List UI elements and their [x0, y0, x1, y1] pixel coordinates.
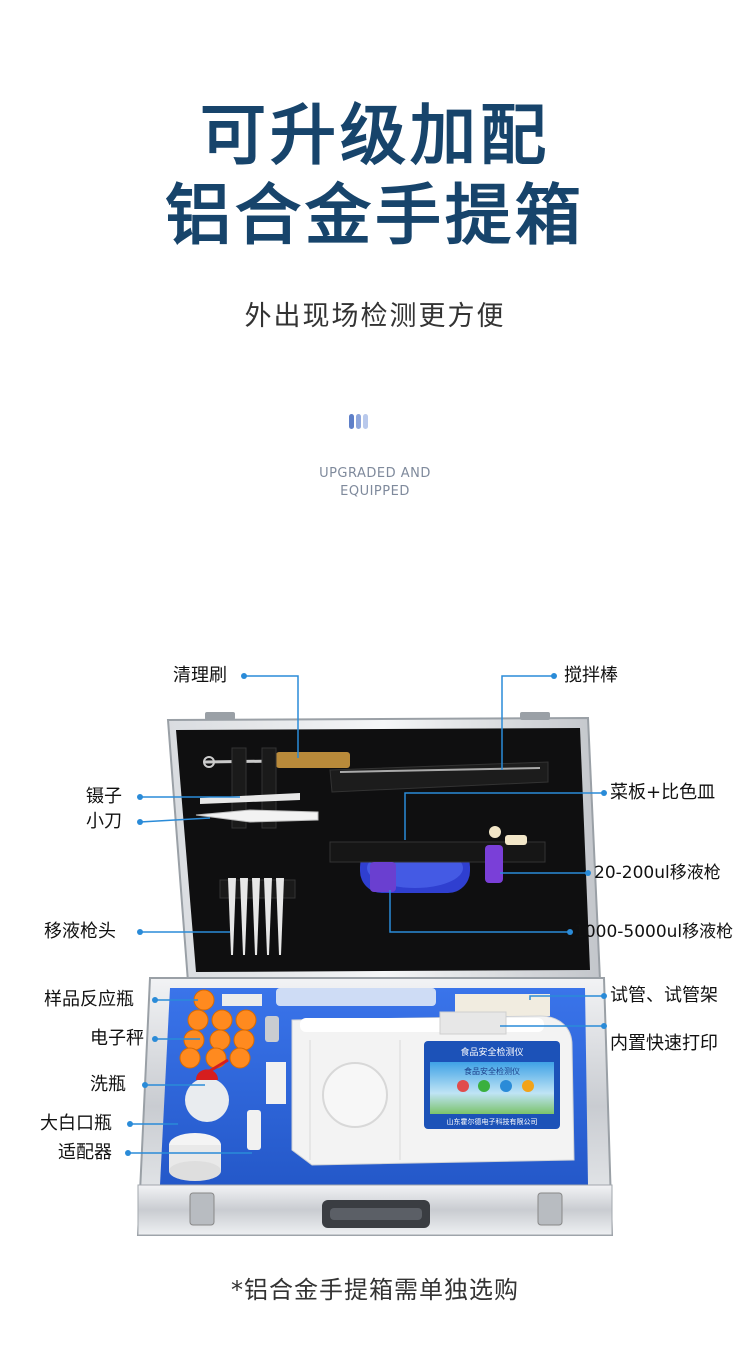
callout-wide-bottle: 大白口瓶 [40, 1113, 112, 1134]
english-caption-line-1: UPGRADED AND [319, 466, 431, 481]
screen-title: 食品安全检测仪 [460, 1046, 523, 1058]
leader-lines [128, 675, 604, 1154]
callout-pipette-large: 1000-5000ul移液枪 [574, 922, 734, 942]
callout-sample-bottle: 样品反应瓶 [44, 989, 134, 1010]
english-caption-line-2: EQUIPPED [340, 484, 410, 499]
lid-contents [195, 747, 549, 955]
callout-printer: 内置快速打印 [610, 1033, 718, 1054]
callout-tube-rack: 试管、试管架 [610, 985, 718, 1006]
callout-stir-rod: 搅拌棒 [564, 665, 618, 686]
callout-brush: 清理刷 [173, 665, 227, 686]
screen-banner: 食品安全检测仪 [464, 1066, 520, 1076]
title-line-1: 可升级加配 [200, 97, 550, 174]
leader-dots [125, 673, 607, 1156]
callout-pipette-tips: 移液枪头 [44, 921, 116, 942]
callout-scale: 电子秤 [90, 1028, 144, 1049]
callout-pipette-small: 20-200ul移液枪 [594, 863, 721, 883]
footer-note: *铝合金手提箱需单独选购 [231, 1276, 519, 1304]
callout-tweezers: 镊子 [86, 786, 122, 807]
callout-knife: 小刀 [86, 811, 122, 832]
callout-plate: 菜板+比色皿 [610, 782, 716, 803]
title-line-2: 铝合金手提箱 [165, 177, 585, 254]
callout-wash-bottle: 洗瓶 [90, 1074, 126, 1095]
tray-items [169, 988, 550, 1181]
callout-adapter: 适配器 [58, 1142, 112, 1163]
subtitle: 外出现场检测更方便 [244, 301, 506, 332]
detector-instrument [291, 1011, 575, 1166]
screen-company: 山东霍尔德电子科技有限公司 [447, 1117, 538, 1126]
decorative-dots [349, 414, 370, 433]
